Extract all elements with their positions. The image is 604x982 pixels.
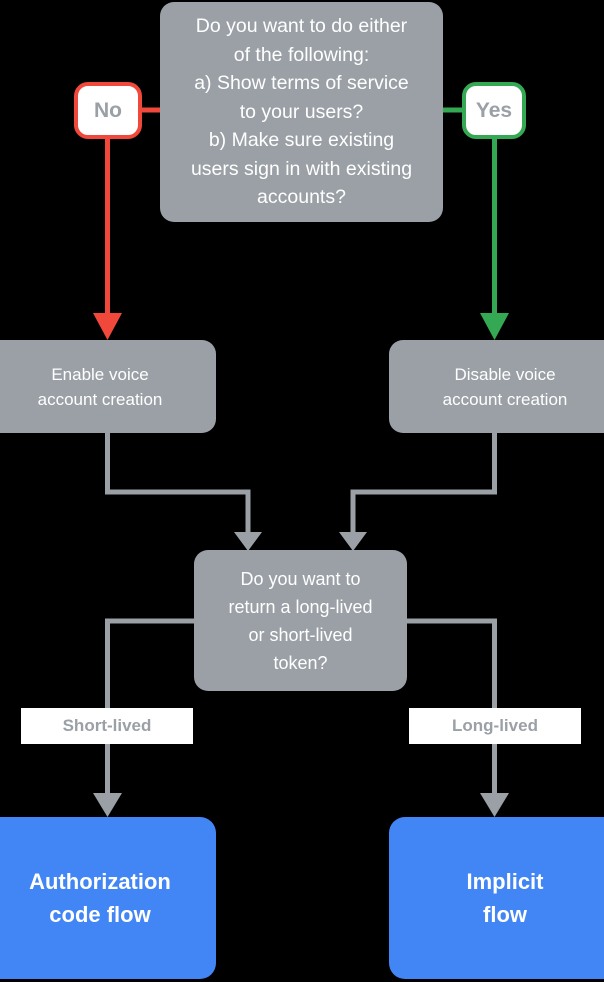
edge-label-long-lived: Long-lived — [409, 708, 581, 744]
action-node-enable-label: Enable voice account creation — [37, 364, 163, 409]
edge-badge-yes[interactable]: Yes — [462, 82, 526, 139]
decision-node-token-lifetime[interactable]: Do you want to return a long-lived or sh… — [194, 550, 407, 691]
edge-label-short-lived-text: Short-lived — [62, 716, 152, 735]
action-node-enable-voice-account-creation[interactable]: Enable voice account creation — [0, 340, 216, 433]
edge-badge-no[interactable]: No — [74, 82, 142, 139]
decision-node-terms-and-existing-users[interactable]: Do you want to do either of the followin… — [160, 2, 443, 222]
edge-badge-no-label: No — [94, 98, 122, 122]
action-node-disable-voice-account-creation[interactable]: Disable voice account creation — [389, 340, 604, 433]
edge-disable-to-decision2 — [339, 433, 497, 551]
edge-yes-to-disable — [480, 139, 509, 340]
terminal-node-authorization-code-flow[interactable]: Authorization code flow — [0, 817, 216, 979]
edge-badge-yes-label: Yes — [475, 98, 513, 122]
decision-node-label: Do you want to do either of the followin… — [190, 15, 413, 209]
action-node-disable-label: Disable voice account creation — [442, 364, 568, 409]
decision-node-token-label: Do you want to return a long-lived or sh… — [228, 568, 373, 673]
edge-label-long-lived-text: Long-lived — [452, 716, 538, 735]
terminal-node-authorization-code-flow-label: Authorization code flow — [29, 869, 171, 927]
edge-enable-to-decision2 — [105, 433, 262, 551]
edge-no-to-enable — [93, 139, 122, 340]
terminal-node-implicit-flow[interactable]: Implicit flow — [389, 817, 604, 979]
edge-label-short-lived: Short-lived — [21, 708, 193, 744]
terminal-node-implicit-flow-label: Implicit flow — [466, 869, 544, 927]
